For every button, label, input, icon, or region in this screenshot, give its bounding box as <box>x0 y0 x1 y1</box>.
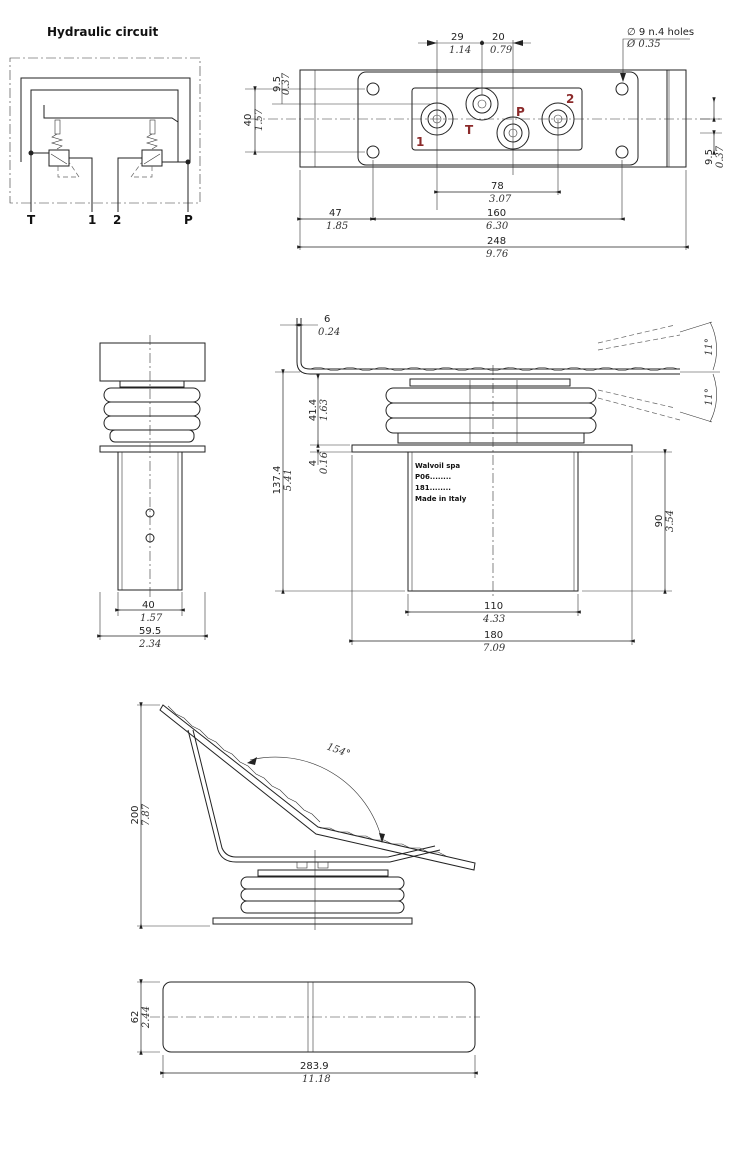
port-label-1: 1 <box>88 213 96 227</box>
dim-9-5-left: 9.5 <box>272 76 283 92</box>
dim-47-in: 1.85 <box>326 221 348 232</box>
dim-283-9-in: 11.18 <box>302 1074 331 1085</box>
dim-9-5-right-in: 0.37 <box>715 145 726 168</box>
side-view: 40 1.57 59.5 2.34 <box>97 335 208 650</box>
circuit-line <box>30 89 179 212</box>
base-plate <box>212 917 413 925</box>
port-label-T: T <box>27 213 36 227</box>
dim-62: 62 <box>130 1011 141 1024</box>
dim-47: 47 <box>329 208 342 219</box>
dim-6-in: 0.24 <box>318 327 340 338</box>
dim-137-4: 137.4 <box>272 466 283 495</box>
label-line: P06........ <box>415 473 451 481</box>
dim-40-in: 1.57 <box>140 613 163 624</box>
circuit-line <box>20 77 191 163</box>
dim-78-in: 3.07 <box>489 194 512 205</box>
dim-29: 29 <box>451 32 464 43</box>
angle-up: 11° <box>704 338 715 356</box>
hydraulic-circuit-title: Hydraulic circuit <box>47 25 158 39</box>
dim-59-5-in: 2.34 <box>138 639 161 650</box>
dim-90: 90 <box>654 515 665 528</box>
pilot-line <box>43 105 179 123</box>
base-plate <box>351 444 633 453</box>
dim-40: 40 <box>243 114 254 127</box>
port-label-1: 1 <box>416 135 424 149</box>
port-label-T: T <box>465 123 474 137</box>
dim-110: 110 <box>484 601 503 612</box>
dim-4: 4 <box>308 460 319 466</box>
port-label-2: 2 <box>113 213 121 227</box>
pedal-plate <box>296 318 680 375</box>
dim-holes: ∅ 9 n.4 holes <box>627 27 694 38</box>
dim-160-in: 6.30 <box>486 221 509 232</box>
dim-200-in: 7.87 <box>141 803 152 826</box>
dim-9-5-left-in: 0.37 <box>281 72 292 95</box>
dim-90-in: 3.54 <box>665 510 676 532</box>
dim-4-in: 0.16 <box>319 451 330 474</box>
label-line: Walvoil spa <box>415 462 460 470</box>
top-view: 1 T P 2 29 1.14 20 0.79 ∅ 9 n.4 holes Ø … <box>243 27 726 260</box>
bellows <box>385 387 597 444</box>
label-line: 181........ <box>415 484 451 492</box>
dim-78: 78 <box>491 181 504 192</box>
dim-41-4-in: 1.63 <box>319 399 330 421</box>
pedal-plate <box>159 704 476 871</box>
bellows <box>103 387 201 443</box>
dim-110-in: 4.33 <box>482 614 505 625</box>
dim-40: 40 <box>142 600 155 611</box>
dim-6: 6 <box>324 314 330 325</box>
product-label: Walvoil spa P06........ 181........ Made… <box>415 462 467 503</box>
port-label-P: P <box>516 105 525 119</box>
dim-283-9: 283.9 <box>300 1061 329 1072</box>
dim-9-5-right: 9.5 <box>704 149 715 165</box>
dim-20: 20 <box>492 32 505 43</box>
hydraulic-circuit: Hydraulic circuit T 1 2 P <box>9 25 201 227</box>
dim-200: 200 <box>130 805 141 824</box>
bolt-holes <box>366 82 629 159</box>
dim-248: 248 <box>487 236 506 247</box>
body-outline <box>299 69 687 168</box>
dim-59-5: 59.5 <box>139 626 161 637</box>
label-line: Made in Italy <box>415 495 467 503</box>
dim-180: 180 <box>484 630 503 641</box>
angle-down: 11° <box>704 388 715 406</box>
dim-29-in: 1.14 <box>449 45 471 56</box>
dim-248-in: 9.76 <box>486 249 509 260</box>
pedal-section <box>99 342 206 382</box>
dim-62-in: 2.44 <box>141 1006 152 1029</box>
dim-holes-in: Ø 0.35 <box>626 39 661 50</box>
port-label-2: 2 <box>566 92 574 106</box>
dim-160: 160 <box>487 208 506 219</box>
dim-41-4: 41.4 <box>308 399 319 421</box>
circuit-boundary <box>9 57 201 204</box>
dim-20-in: 0.79 <box>490 45 513 56</box>
dim-180-in: 7.09 <box>483 643 506 654</box>
front-view: 11° 11° Walvoil spa P06........ 181.....… <box>272 314 720 654</box>
bellows <box>240 876 405 914</box>
port-label-P: P <box>184 213 193 227</box>
dim-40-in: 1.57 <box>254 108 265 131</box>
angle-154: 154° <box>325 742 351 761</box>
dim-137-4-in: 5.41 <box>283 469 294 491</box>
mounting-plate <box>357 71 639 166</box>
